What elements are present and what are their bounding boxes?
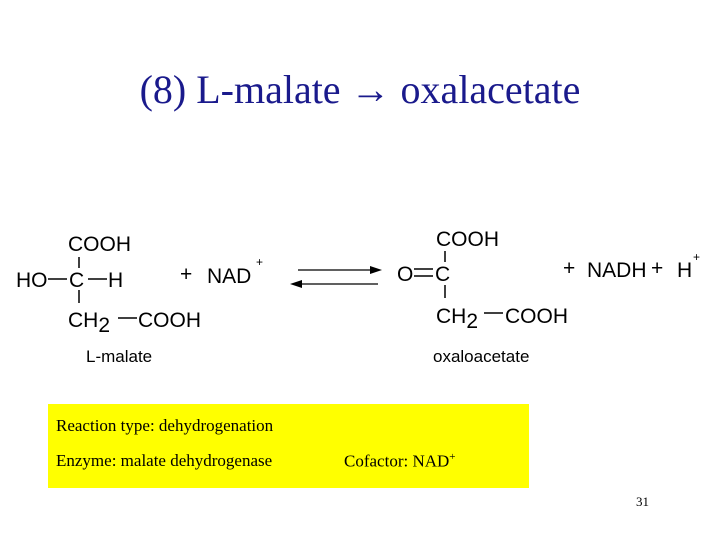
malate-ho-group: HO bbox=[16, 269, 48, 292]
nad-label: NAD bbox=[207, 265, 251, 288]
malate-center-carbon: C bbox=[69, 269, 84, 292]
cofactor-text: Cofactor: NAD+ bbox=[344, 451, 456, 471]
page-number: 31 bbox=[636, 494, 649, 509]
malate-tail-cooh: COOH bbox=[138, 309, 201, 332]
malate-h-group: H bbox=[108, 269, 123, 292]
plus-sign-2: + bbox=[651, 257, 663, 280]
nad-charge: + bbox=[256, 255, 263, 269]
nadh-products: + NADH + H + bbox=[563, 250, 700, 282]
oxaloacetate-structure: COOH O C CH2 COOH oxaloacetate bbox=[397, 228, 568, 366]
l-malate-structure: COOH HO C H CH2 COOH L-malate bbox=[16, 233, 201, 366]
malate-top-cooh: COOH bbox=[68, 233, 131, 256]
reaction-type-text: Reaction type: dehydrogenation bbox=[56, 416, 274, 435]
oxaloacetate-ch2-group: CH2 bbox=[436, 305, 478, 333]
l-malate-caption: L-malate bbox=[86, 347, 152, 366]
plus-sign: + bbox=[180, 263, 192, 286]
page-title: (8) L-malate → oxalacetate bbox=[139, 67, 581, 112]
oxaloacetate-tail-cooh: COOH bbox=[505, 305, 568, 328]
nadh-label: NADH bbox=[587, 259, 647, 282]
oxaloacetate-caption: oxaloacetate bbox=[433, 347, 529, 366]
oxaloacetate-top-cooh: COOH bbox=[436, 228, 499, 251]
proton-label: H bbox=[677, 259, 692, 282]
malate-ch2-group: CH2 bbox=[68, 309, 110, 337]
oxaloacetate-o-atom: O bbox=[397, 263, 413, 286]
forward-arrowhead bbox=[370, 266, 382, 274]
plus-sign-1: + bbox=[563, 257, 575, 280]
proton-charge: + bbox=[693, 250, 700, 264]
equilibrium-arrows bbox=[290, 266, 382, 288]
nad-cofactor-in: + NAD + bbox=[180, 255, 263, 288]
reaction-info-box: Reaction type: dehydrogenation Enzyme: m… bbox=[48, 404, 529, 488]
cofactor-charge: + bbox=[449, 451, 456, 463]
enzyme-text: Enzyme: malate dehydrogenase bbox=[56, 451, 273, 470]
oxaloacetate-center-carbon: C bbox=[435, 263, 450, 286]
reverse-arrowhead bbox=[290, 280, 302, 288]
